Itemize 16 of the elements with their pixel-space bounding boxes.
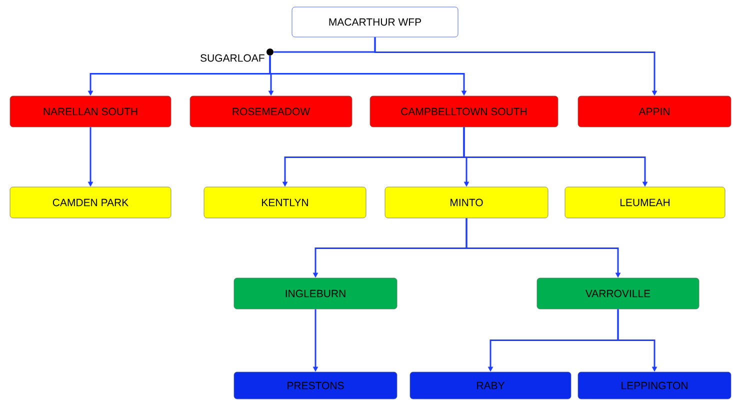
junction-dot xyxy=(266,48,274,56)
junction-label: SUGARLOAF xyxy=(200,54,264,62)
station-box: NARELLAN SOUTH xyxy=(10,96,172,128)
station-box: RABY xyxy=(410,372,572,400)
station-box: MINTO xyxy=(384,186,548,218)
station-box: VARROVILLE xyxy=(536,278,700,310)
station-box: LEUMEAH xyxy=(564,186,726,218)
station-box: APPIN xyxy=(578,96,732,128)
station-box: INGLEBURN xyxy=(234,278,398,310)
station-box: ROSEMEADOW xyxy=(190,96,352,128)
station-box: PRESTONS xyxy=(234,372,398,400)
station-box: KENTLYN xyxy=(204,186,366,218)
station-box: LEPPINGTON xyxy=(578,372,732,400)
source-box: MACARTHUR WFP xyxy=(292,6,458,38)
station-box: CAMDEN PARK xyxy=(10,186,172,218)
station-box: CAMPBELLTOWN SOUTH xyxy=(370,96,558,128)
